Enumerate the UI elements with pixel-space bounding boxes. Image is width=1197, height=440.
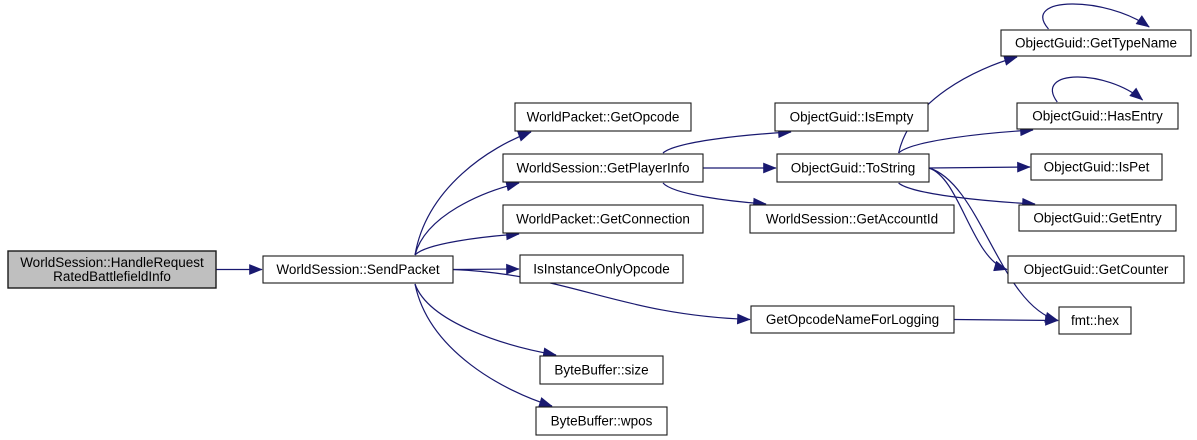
- node-isinstanceonly-label: IsInstanceOnlyOpcode: [533, 262, 670, 277]
- node-getconnection-box[interactable]: [502, 204, 704, 234]
- node-bytebufferwpos-box[interactable]: [535, 406, 668, 436]
- node-getopcode-label: WorldPacket::GetOpcode: [527, 110, 680, 125]
- node-isempty[interactable]: ObjectGuid::IsEmpty: [774, 102, 929, 132]
- edge-getplayerinfo-getaccountid: [662, 182, 767, 209]
- node-getplayerinfo-box[interactable]: [502, 153, 704, 183]
- edge-hasentry-hasentry: [1051, 76, 1144, 103]
- node-getentry[interactable]: ObjectGuid::GetEntry: [1018, 204, 1177, 232]
- node-handlerequest-box: [7, 250, 217, 289]
- edge-tostring-hasentry: [898, 125, 1034, 154]
- node-isinstanceonly[interactable]: IsInstanceOnlyOpcode: [519, 254, 684, 284]
- edge-getopcodename-fmthex: [953, 314, 1059, 326]
- node-getplayerinfo-label: WorldSession::GetPlayerInfo: [516, 161, 689, 176]
- node-gettypename-box[interactable]: [1000, 29, 1192, 57]
- edge-tostring-getcounter: [928, 167, 1008, 272]
- node-getopcodename-box[interactable]: [750, 305, 955, 334]
- node-tostring-box[interactable]: [776, 153, 930, 183]
- node-hasentry-label: ObjectGuid::HasEntry: [1032, 109, 1163, 124]
- edge-getplayerinfo-isempty: [662, 127, 792, 154]
- node-getplayerinfo[interactable]: WorldSession::GetPlayerInfo: [502, 153, 704, 183]
- node-getaccountid[interactable]: WorldSession::GetAccountId: [749, 204, 955, 234]
- edge-sendpacket-getopcode: [414, 131, 532, 256]
- node-getaccountid-label: WorldSession::GetAccountId: [766, 212, 938, 227]
- edge-sendpacket-isinstanceonly: [452, 263, 520, 275]
- node-getopcodename-label: GetOpcodeNameForLogging: [766, 312, 939, 327]
- node-tostring[interactable]: ObjectGuid::ToString: [776, 153, 930, 183]
- edge-tostring-getentry: [898, 182, 1036, 209]
- edges-layer: [216, 3, 1150, 408]
- node-getconnection-label: WorldPacket::GetConnection: [516, 212, 690, 227]
- node-gettypename-label: ObjectGuid::GetTypeName: [1015, 36, 1177, 51]
- node-hasentry-box[interactable]: [1016, 102, 1179, 130]
- node-sendpacket[interactable]: WorldSession::SendPacket: [262, 255, 454, 284]
- node-sendpacket-box[interactable]: [262, 255, 454, 284]
- node-bytebuffersize-label: ByteBuffer::size: [554, 363, 648, 378]
- edge-sendpacket-getopcodename: [452, 268, 751, 325]
- node-getcounter-box[interactable]: [1007, 255, 1185, 284]
- node-getopcode[interactable]: WorldPacket::GetOpcode: [514, 102, 692, 132]
- edge-sendpacket-getconnection: [414, 229, 520, 256]
- node-bytebuffersize-box[interactable]: [539, 355, 664, 385]
- node-fmthex[interactable]: fmt::hex: [1058, 306, 1132, 335]
- node-gettypename[interactable]: ObjectGuid::GetTypeName: [1000, 29, 1192, 57]
- node-isempty-label: ObjectGuid::IsEmpty: [790, 110, 914, 125]
- node-tostring-label: ObjectGuid::ToString: [791, 161, 916, 176]
- edge-tostring-gettypename: [898, 55, 1018, 154]
- node-bytebuffersize[interactable]: ByteBuffer::size: [539, 355, 664, 385]
- node-sendpacket-label: WorldSession::SendPacket: [276, 262, 440, 277]
- node-getentry-box[interactable]: [1018, 204, 1177, 232]
- node-ispet-box[interactable]: [1030, 153, 1163, 181]
- node-getopcodename[interactable]: GetOpcodeNameForLogging: [750, 305, 955, 334]
- node-isempty-box[interactable]: [774, 102, 929, 132]
- node-bytebufferwpos-label: ByteBuffer::wpos: [551, 414, 653, 429]
- node-fmthex-label: fmt::hex: [1071, 313, 1119, 328]
- node-getcounter-label: ObjectGuid::GetCounter: [1024, 262, 1169, 277]
- node-fmthex-box[interactable]: [1058, 306, 1132, 335]
- node-getopcode-box[interactable]: [514, 102, 692, 132]
- node-getconnection[interactable]: WorldPacket::GetConnection: [502, 204, 704, 234]
- node-bytebufferwpos[interactable]: ByteBuffer::wpos: [535, 406, 668, 436]
- node-hasentry[interactable]: ObjectGuid::HasEntry: [1016, 102, 1179, 130]
- node-ispet-label: ObjectGuid::IsPet: [1044, 160, 1150, 175]
- edge-tostring-ispet: [928, 161, 1031, 173]
- node-ispet[interactable]: ObjectGuid::IsPet: [1030, 153, 1163, 181]
- edge-gettypename-gettypename: [1042, 3, 1150, 30]
- node-getaccountid-box[interactable]: [749, 204, 955, 234]
- edge-tostring-fmthex: [928, 167, 1059, 323]
- node-getcounter[interactable]: ObjectGuid::GetCounter: [1007, 255, 1185, 284]
- edge-sendpacket-bytebuffersize: [414, 283, 557, 359]
- node-isinstanceonly-box[interactable]: [519, 254, 684, 284]
- node-getentry-label: ObjectGuid::GetEntry: [1033, 211, 1162, 226]
- edge-sendpacket-getplayerinfo: [414, 180, 520, 256]
- edge-sendpacket-bytebufferwpos: [414, 283, 553, 408]
